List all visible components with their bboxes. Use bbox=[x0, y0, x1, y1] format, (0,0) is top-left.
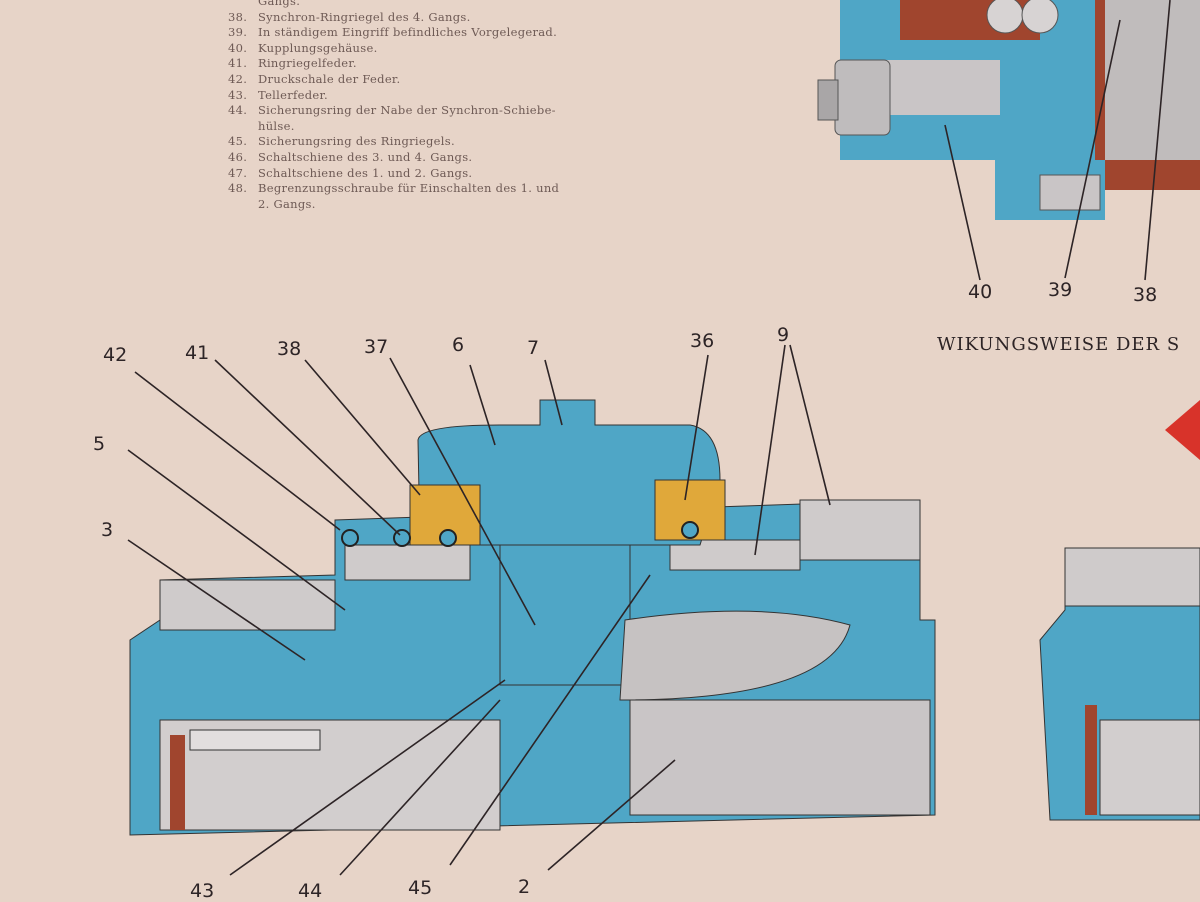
callout-5: 5 bbox=[93, 433, 106, 455]
legend-item-number: 42. bbox=[228, 71, 248, 86]
legend-item-number: 46. bbox=[228, 149, 248, 164]
parts-legend: Gangs. 38. Synchron-Ringriegel des 4. Gan… bbox=[228, 0, 559, 212]
callout-6: 6 bbox=[452, 334, 465, 356]
legend-item: 47. Schaltschiene des 1. und 2. Gangs. bbox=[228, 166, 559, 182]
leader-lines bbox=[127, 0, 1171, 876]
legend-item: 39. In ständigem Eingriff befindliches Vo… bbox=[228, 25, 559, 41]
callout-36: 36 bbox=[690, 330, 715, 352]
legend-item-number: 39. bbox=[228, 25, 248, 40]
right-partial-diagram bbox=[1039, 400, 1200, 821]
legend-item-text: Sicherungsring der Nabe der Synchron-Sch… bbox=[258, 103, 556, 118]
legend-item: 45. Sicherungsring des Ringriegels. bbox=[228, 134, 559, 150]
callout-3: 3 bbox=[101, 519, 114, 541]
legend-partial-line: Gangs. bbox=[258, 0, 301, 8]
legend-item-number: 38. bbox=[228, 9, 248, 24]
legend-item: 46. Schaltschiene des 3. und 4. Gangs. bbox=[228, 150, 559, 166]
legend-item-text: Ringriegelfeder. bbox=[258, 56, 357, 71]
legend-item: 44. Sicherungsring der Nabe der Synchron-… bbox=[228, 103, 559, 119]
legend-item: 43. Tellerfeder. bbox=[228, 88, 559, 104]
legend-item-number: 40. bbox=[228, 40, 248, 55]
legend-item-text: Sicherungsring des Ringriegels. bbox=[258, 134, 455, 149]
legend-item-text: Tellerfeder. bbox=[258, 87, 328, 102]
callout-43: 43 bbox=[190, 880, 215, 902]
legend-item-text: Schaltschiene des 3. und 4. Gangs. bbox=[258, 149, 473, 164]
legend-item-text: Synchron-Ringriegel des 4. Gangs. bbox=[258, 9, 471, 24]
legend-item: 48. Begrenzungsschraube für Einschalten d… bbox=[228, 181, 559, 197]
section-heading: WIKUNGSWEISE DER S bbox=[937, 334, 1181, 355]
callout-45: 45 bbox=[408, 877, 433, 899]
legend-item: 40. Kupplungsgehäuse. bbox=[228, 41, 559, 57]
legend-item-text: Schaltschiene des 1. und 2. Gangs. bbox=[258, 165, 473, 180]
legend-item-number: 45. bbox=[228, 134, 248, 149]
synchronizer-assembly bbox=[129, 399, 936, 836]
legend-item: 41. Ringriegelfeder. bbox=[228, 56, 559, 72]
legend-item-text: Druckschale der Feder. bbox=[258, 71, 401, 86]
legend-item: 42. Druckschale der Feder. bbox=[228, 72, 559, 88]
callout-7: 7 bbox=[527, 337, 540, 359]
legend-item: 38. Synchron-Ringriegel des 4. Gangs. bbox=[228, 10, 559, 26]
callout-38-top: 38 bbox=[1133, 284, 1158, 306]
legend-item-continuation: 2. Gangs. bbox=[258, 196, 316, 211]
callout-41: 41 bbox=[185, 342, 210, 364]
legend-item-continuation: hülse. bbox=[258, 118, 295, 133]
legend-item-number: 41. bbox=[228, 56, 248, 71]
legend-item-number: 44. bbox=[228, 103, 248, 118]
legend-item-number: 43. bbox=[228, 87, 248, 102]
legend-item-text: Kupplungsgehäuse. bbox=[258, 40, 378, 55]
callout-44: 44 bbox=[298, 880, 323, 902]
legend-item-text: Begrenzungsschraube für Einschalten des … bbox=[258, 181, 560, 196]
legend-item-text: In ständigem Eingriff befindliches Vorge… bbox=[258, 25, 558, 40]
callout-42: 42 bbox=[103, 344, 128, 366]
legend-item-number: 47. bbox=[228, 165, 248, 180]
callout-40: 40 bbox=[968, 281, 993, 303]
callout-2: 2 bbox=[518, 876, 531, 898]
callout-38: 38 bbox=[277, 338, 302, 360]
clutch-housing-detail bbox=[817, 0, 1200, 220]
legend-item-number: 48. bbox=[228, 181, 248, 196]
callout-39: 39 bbox=[1048, 279, 1073, 301]
callout-37: 37 bbox=[364, 336, 389, 358]
callout-9: 9 bbox=[777, 324, 790, 346]
